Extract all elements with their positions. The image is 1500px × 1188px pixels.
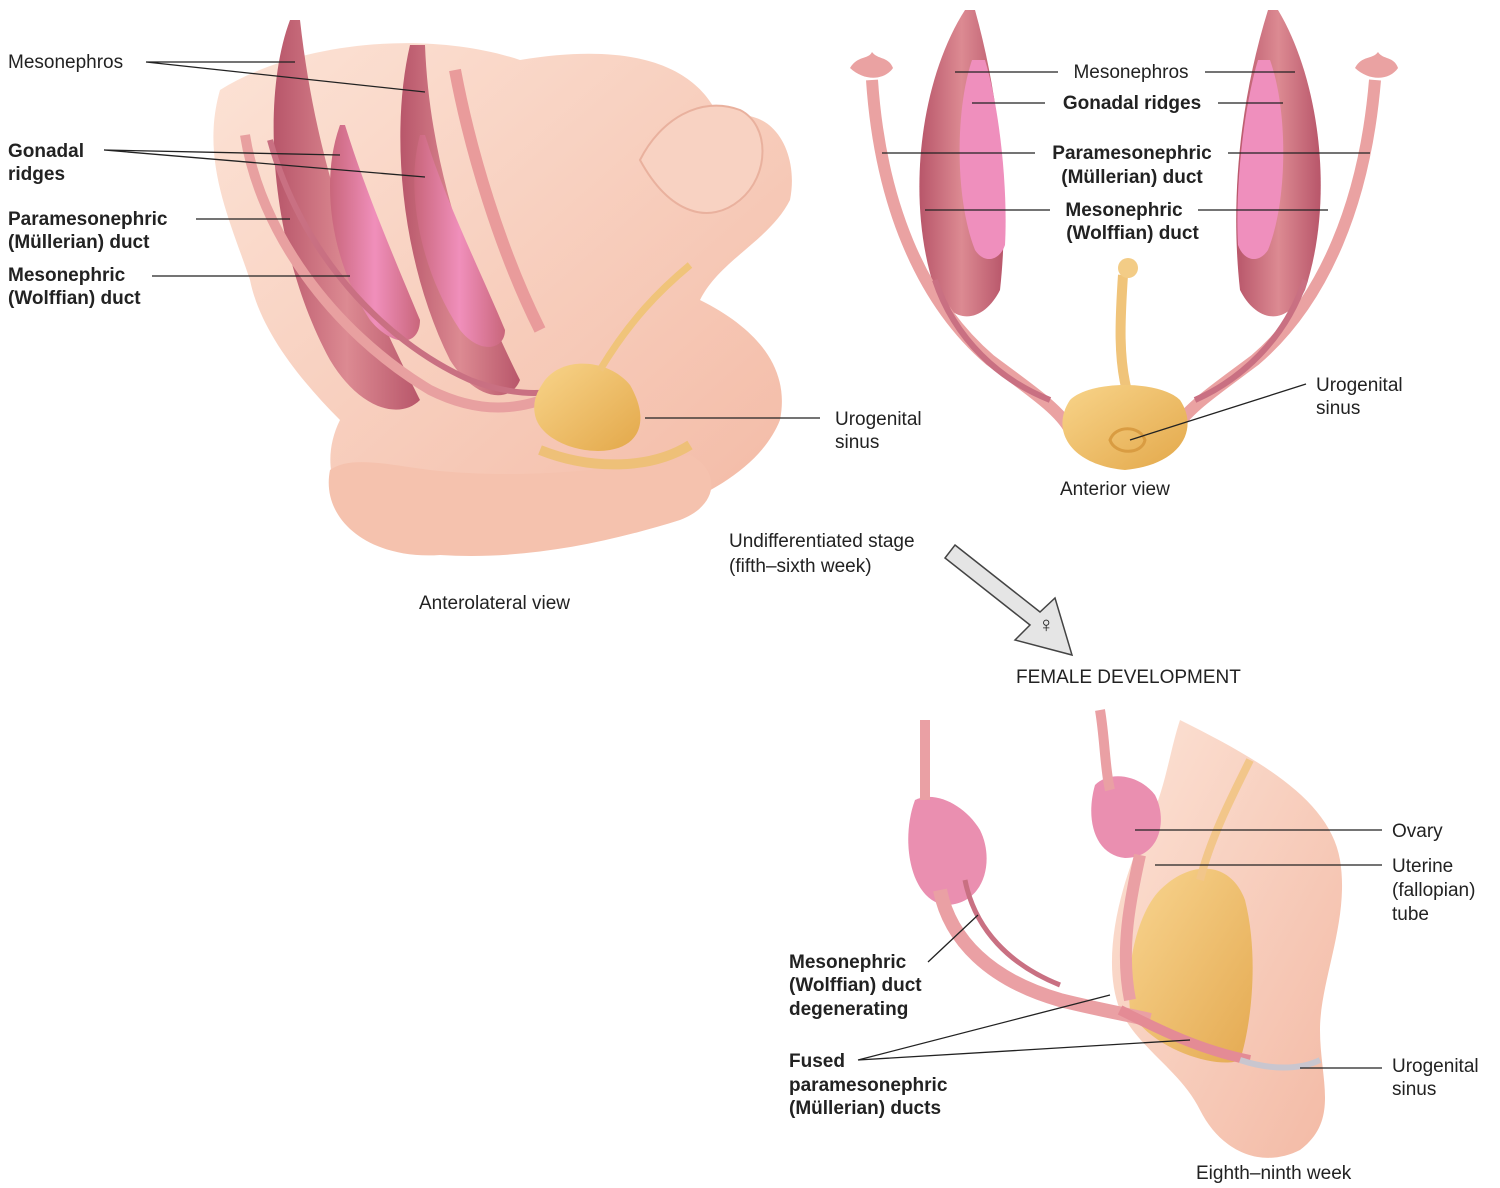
leader-al-mesonephros: [145, 61, 426, 93]
leader-lines: [103, 61, 1382, 1069]
anterior-gonadal-ridge-left: [959, 60, 1006, 260]
anterior-allantois-tip: [1118, 258, 1138, 278]
anterior-gonadal-ridge-right: [1237, 60, 1284, 260]
label-an-urogenital-1: Urogenital: [1316, 375, 1403, 396]
anterolateral-sinus-lower: [538, 440, 693, 470]
female-uterus: [1129, 868, 1253, 1063]
development-arrow-shape: [943, 543, 1074, 657]
anterolateral-paramesonephric-duct: [240, 134, 557, 413]
label-f-mesonephric-1: Mesonephric: [789, 952, 907, 973]
label-al-paramesonephric-1: Paramesonephric: [8, 209, 168, 230]
leader-f-mesonephric: [927, 914, 979, 963]
anterior-paramesonephric-right: [1169, 79, 1381, 433]
anterolateral-mesonephros-1: [273, 20, 420, 410]
label-f-ovary: Ovary: [1392, 821, 1443, 842]
female-ovary-left: [908, 796, 987, 905]
anterior-mesonephric-left: [932, 279, 1052, 403]
anterior-fimbria-left: [850, 52, 893, 78]
label-f-urogenital-2: sinus: [1392, 1079, 1437, 1100]
anterolateral-gonadal-ridge-2: [414, 135, 505, 347]
leader-al-gonadal: [103, 149, 426, 178]
female-left-wolffian: [962, 879, 1061, 988]
label-al-gonadal-2: ridges: [8, 164, 66, 185]
caption-eighth-ninth-week: Eighth–ninth week: [1196, 1163, 1352, 1184]
female-allantois: [1196, 758, 1254, 881]
female-right-tube: [1119, 853, 1146, 1002]
label-stage-1: Undifferentiated stage: [729, 531, 915, 552]
caption-anterior: Anterior view: [1060, 479, 1170, 500]
label-f-fused-1: Fused: [789, 1051, 845, 1072]
label-f-mesonephric-3: degenerating: [789, 999, 909, 1020]
label-al-mesonephros: Mesonephros: [8, 52, 124, 73]
female-symbol-icon: ♀: [1038, 612, 1055, 637]
leader-an-urogenital: [1129, 383, 1307, 441]
anterolateral-fimbria: [449, 68, 546, 333]
label-an-paramesonephric-1: Paramesonephric: [1052, 143, 1212, 164]
label-f-fused-2: paramesonephric: [789, 1075, 948, 1096]
label-al-mesonephric-1: Mesonephric: [8, 265, 126, 286]
female-top-ducts: [919, 709, 1115, 800]
caption-anterolateral: Anterolateral view: [419, 593, 571, 614]
anterolateral-mesonephros-2: [400, 45, 520, 396]
label-an-mesonephric-2: (Wolffian) duct: [1066, 223, 1199, 244]
label-f-urogenital-1: Urogenital: [1392, 1056, 1479, 1077]
leader-f-fused: [857, 994, 1191, 1061]
anterior-fimbria-right: [1355, 52, 1398, 78]
label-f-uterine-2: (fallopian): [1392, 880, 1476, 901]
label-al-mesonephric-2: (Wolffian) duct: [8, 288, 141, 309]
anterolateral-allantois: [596, 262, 693, 372]
label-an-gonadal: Gonadal ridges: [1062, 93, 1202, 114]
label-an-paramesonephric-2: (Müllerian) duct: [1061, 167, 1203, 188]
anterolateral-hindgut: [638, 104, 764, 214]
anterolateral-urogenital-sinus: [534, 363, 641, 451]
heading-female-development: FEMALE DEVELOPMENT: [1016, 667, 1241, 688]
anterior-illustration: [850, 10, 1398, 470]
anterior-mesonephric-right: [1193, 279, 1308, 403]
development-arrow: [943, 543, 1074, 657]
label-al-gonadal-1: Gonadal: [8, 141, 85, 162]
label-al-urogenital-1: Urogenital: [835, 409, 922, 430]
label-f-uterine-3: tube: [1392, 904, 1429, 925]
label-an-mesonephros: Mesonephros: [1073, 62, 1189, 83]
anterior-sinus-inner: [1108, 427, 1147, 453]
female-fused-ducts: [1117, 1005, 1251, 1065]
female-illustration: [908, 709, 1343, 1158]
label-stage-2: (fifth–sixth week): [729, 556, 872, 577]
label-f-uterine-1: Uterine: [1392, 856, 1454, 877]
label-al-paramesonephric-2: (Müllerian) duct: [8, 232, 150, 253]
label-al-urogenital-2: sinus: [835, 432, 880, 453]
female-ovary-right: [1091, 776, 1161, 858]
label-f-fused-3: (Müllerian) ducts: [789, 1098, 942, 1119]
anterolateral-gonadal-ridge-1: [330, 125, 420, 341]
anterolateral-lower-lobe: [328, 455, 712, 556]
label-an-urogenital-2: sinus: [1316, 398, 1361, 419]
label-an-mesonephric-1: Mesonephric: [1065, 200, 1183, 221]
anterior-allantois: [1115, 274, 1133, 397]
anterolateral-illustration: [213, 20, 792, 556]
female-sinus: [1239, 1057, 1322, 1071]
anterolateral-mesonephric-duct: [267, 139, 561, 396]
label-f-mesonephric-2: (Wolffian) duct: [789, 975, 922, 996]
